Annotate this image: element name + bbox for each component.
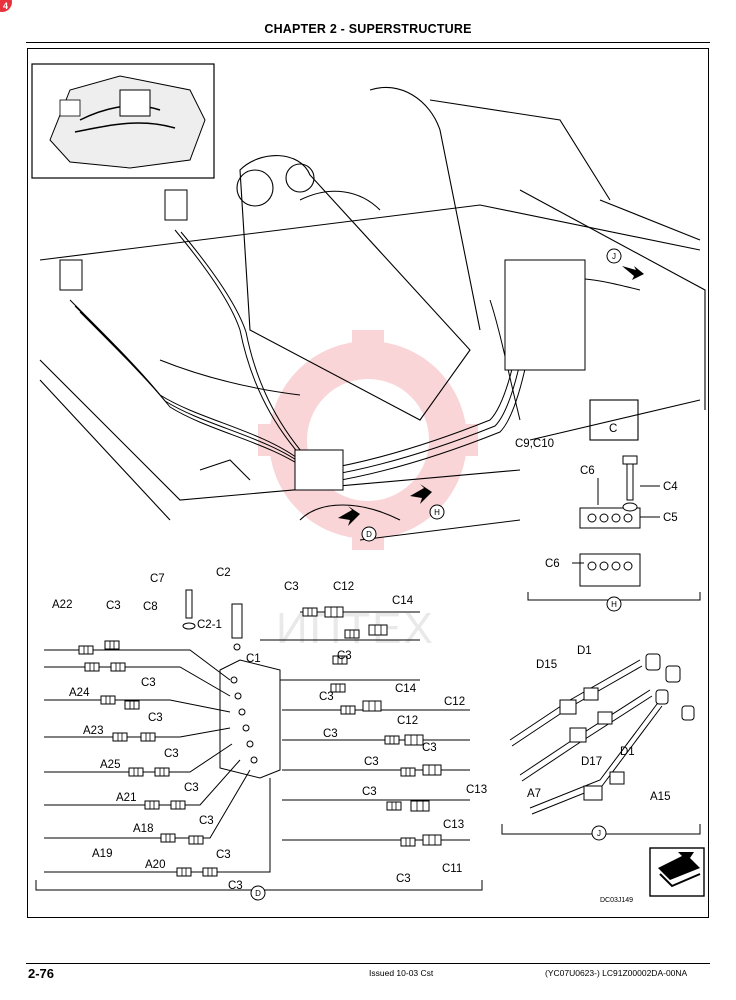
svg-text:C1: C1 [246, 653, 261, 665]
svg-text:D1: D1 [620, 746, 635, 758]
svg-text:A25: A25 [100, 759, 120, 771]
svg-text:C3: C3 [323, 728, 338, 740]
page-number: 2-76 [28, 966, 55, 981]
svg-text:C12: C12 [397, 715, 418, 727]
svg-text:C3: C3 [216, 849, 231, 861]
svg-text:A22: A22 [52, 599, 72, 611]
callout-j-top: J [606, 248, 622, 264]
svg-text:A19: A19 [92, 848, 112, 860]
svg-text:C8: C8 [143, 601, 158, 613]
svg-text:A15: A15 [650, 791, 670, 803]
svg-text:C6: C6 [580, 465, 595, 477]
svg-text:J: J [612, 252, 616, 261]
svg-text:A20: A20 [145, 859, 165, 871]
svg-text:C3: C3 [319, 691, 334, 703]
svg-text:C2-1: C2-1 [197, 619, 222, 631]
watermark-gear-icon [258, 330, 478, 550]
svg-text:D: D [255, 889, 261, 898]
svg-text:C3: C3 [106, 600, 121, 612]
svg-text:C3: C3 [184, 782, 199, 794]
corner-badge: 4 [0, 0, 12, 12]
svg-text:C11: C11 [442, 863, 462, 875]
svg-text:C3: C3 [164, 748, 179, 760]
svg-text:C3: C3 [337, 650, 352, 662]
svg-text:C14: C14 [395, 683, 417, 695]
svg-text:C5: C5 [663, 512, 678, 524]
svg-text:C3: C3 [199, 815, 214, 827]
view-arrows [338, 266, 644, 526]
svg-text:C3: C3 [396, 873, 411, 885]
svg-text:A24: A24 [69, 687, 90, 699]
issued-date: Issued 10-03 Cst [369, 968, 434, 978]
page-title: CHAPTER 2 - SUPERSTRUCTURE [264, 22, 472, 36]
svg-text:C7: C7 [150, 573, 165, 585]
svg-text:A21: A21 [116, 792, 136, 804]
svg-text:C14: C14 [392, 595, 414, 607]
figure-code: DC03J149 [600, 897, 633, 904]
header-rule [26, 42, 710, 43]
svg-text:C4: C4 [663, 481, 678, 493]
svg-text:D1: D1 [577, 645, 592, 657]
next-page-arrow-icon [649, 847, 705, 897]
svg-text:C3: C3 [364, 756, 379, 768]
footer-rule [26, 963, 710, 964]
upper-structure-drawing [39, 86, 706, 541]
svg-text:D15: D15 [536, 659, 557, 671]
svg-text:C12: C12 [333, 581, 354, 593]
detail-j: J D15 D1 D1 D17 A7 A15 [501, 645, 701, 841]
svg-text:C6: C6 [545, 558, 560, 570]
svg-text:C12: C12 [444, 696, 465, 708]
svg-text:A23: A23 [83, 725, 103, 737]
svg-text:H: H [434, 508, 440, 517]
valve-block-upper [59, 189, 586, 491]
svg-text:A18: A18 [133, 823, 153, 835]
label-c-box: C [609, 423, 617, 435]
callout-h-upper: H [429, 504, 445, 520]
detail-h: H C6 C4 C5 C6 [527, 455, 701, 612]
svg-text:C13: C13 [466, 784, 487, 796]
svg-text:C13: C13 [443, 819, 464, 831]
svg-text:D17: D17 [581, 756, 602, 768]
svg-text:J: J [597, 829, 601, 838]
svg-text:A7: A7 [527, 788, 541, 800]
document-reference: (YC07U0623-) LC91Z00002DA-00NA [545, 968, 688, 978]
label-c9-c10: C9,C10 [515, 438, 554, 450]
svg-text:C3: C3 [284, 581, 299, 593]
svg-text:C3: C3 [362, 786, 377, 798]
svg-text:C2: C2 [216, 567, 231, 579]
machine-overview-inset [31, 63, 215, 179]
figure-frame [27, 48, 709, 918]
svg-text:C3: C3 [422, 742, 437, 754]
callout-d-upper: D [361, 526, 377, 542]
svg-text:C3: C3 [141, 677, 156, 689]
svg-text:D: D [366, 530, 372, 539]
detail-d: D [35, 567, 487, 901]
svg-text:C3: C3 [228, 880, 243, 892]
svg-text:C3: C3 [148, 712, 163, 724]
svg-text:H: H [611, 600, 617, 609]
